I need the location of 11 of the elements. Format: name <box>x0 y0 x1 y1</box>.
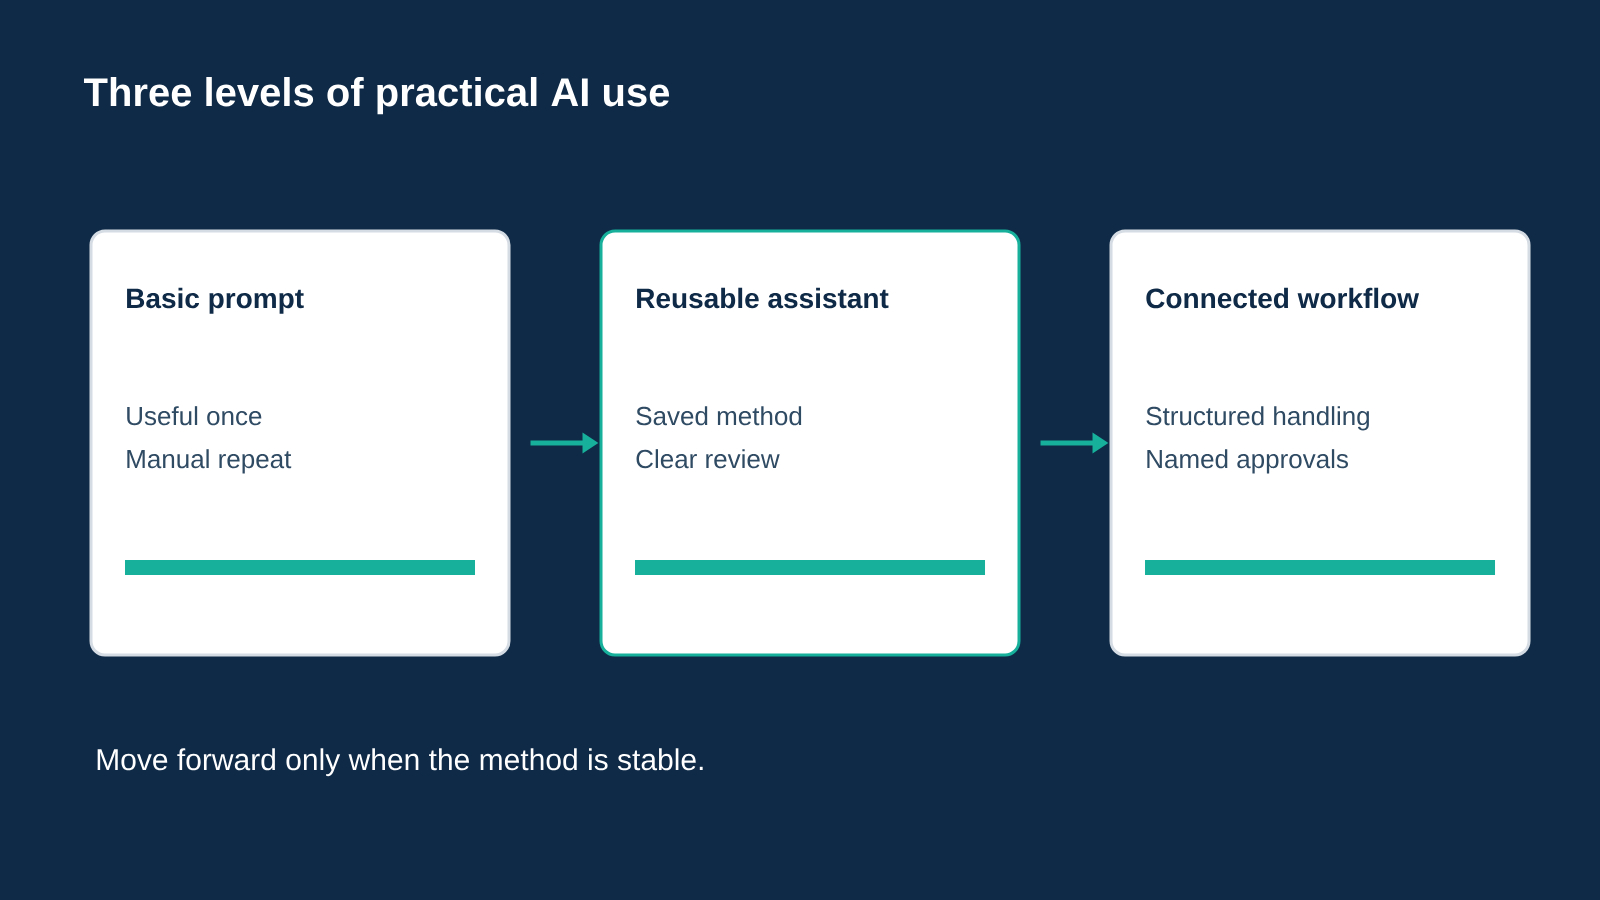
card-text: Named approvals <box>1147 449 1348 474</box>
card-text: Saved method <box>636 406 802 426</box>
card-heading: Connected workflow <box>1146 287 1420 309</box>
footer-note: Move forward only when the method is stable. <box>97 748 703 777</box>
card-heading: Basic prompt <box>127 287 304 314</box>
card-text: Useful once <box>127 406 262 426</box>
card-text: Structured handling <box>1146 406 1369 431</box>
card-text: Manual repeat <box>127 449 292 474</box>
title: Three levels of practical AI use <box>84 77 670 115</box>
card-text: Clear review <box>636 449 780 469</box>
card-heading: Reusable assistant <box>637 287 889 309</box>
